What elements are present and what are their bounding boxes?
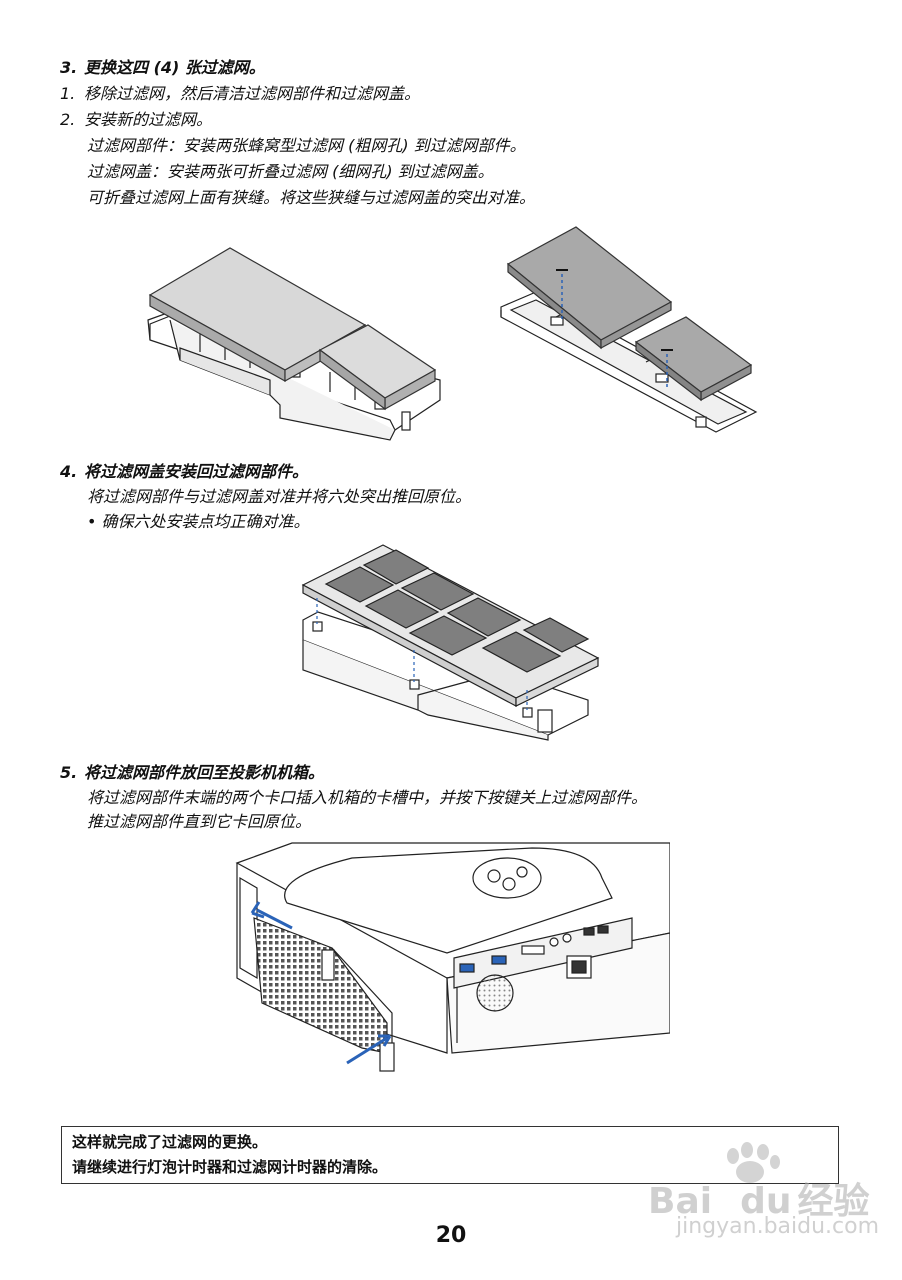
completion-note-box: 这样就完成了过滤网的更换。 请继续进行灯泡计时器和过滤网计时器的清除。 <box>61 1126 839 1184</box>
step3-substep-2: 2.安装新的过滤网。 <box>60 110 213 129</box>
step4-title: 将过滤网盖安装回过滤网部件。 <box>84 462 309 481</box>
cover-assembly-illustration <box>301 544 600 741</box>
step3-title: 更换这四 (4) 张过滤网。 <box>84 58 265 77</box>
filter-unit-illustration <box>147 247 441 441</box>
watermark-url: jingyan.baidu.com <box>676 1214 880 1239</box>
step5-number: 5. <box>60 763 78 782</box>
page-number: 20 <box>435 1223 467 1248</box>
note-line-2: 请继续进行灯泡计时器和过滤网计时器的清除。 <box>72 1158 388 1176</box>
step4-number: 4. <box>60 462 78 481</box>
filter-cover-illustration <box>500 226 758 433</box>
paw-logo-icon <box>727 1142 780 1183</box>
step3-detail-3: 可折叠过滤网上面有狭缝。将这些狭缝与过滤网盖的突出对准。 <box>87 188 536 207</box>
step4-line-2: • 确保六处安装点均正确对准。 <box>87 512 310 531</box>
projector-insert-illustration <box>235 842 670 1072</box>
step4-heading: 4. 将过滤网盖安装回过滤网部件。 <box>60 462 308 482</box>
note-line-1: 这样就完成了过滤网的更换。 <box>72 1133 268 1151</box>
step5-title: 将过滤网部件放回至投影机机箱。 <box>84 763 325 782</box>
step3-detail-1: 过滤网部件：安装两张蜂窝型过滤网 (粗网孔) 到过滤网部件。 <box>87 136 526 155</box>
step5-line-2: 推过滤网部件直到它卡回原位。 <box>87 812 312 831</box>
step4-line-1: 将过滤网部件与过滤网盖对准并将六处突出推回原位。 <box>87 487 472 506</box>
step5-line-1: 将过滤网部件末端的两个卡口插入机箱的卡槽中，并按下按键关上过滤网部件。 <box>87 788 648 807</box>
step5-heading: 5. 将过滤网部件放回至投影机机箱。 <box>60 763 324 783</box>
step3-number: 3. <box>60 58 78 77</box>
step3-substep-1: 1.移除过滤网，然后清洁过滤网部件和过滤网盖。 <box>60 84 421 103</box>
step3-heading: 3. 更换这四 (4) 张过滤网。 <box>60 58 265 78</box>
step3-detail-2: 过滤网盖：安装两张可折叠过滤网 (细网孔) 到过滤网盖。 <box>87 162 494 181</box>
